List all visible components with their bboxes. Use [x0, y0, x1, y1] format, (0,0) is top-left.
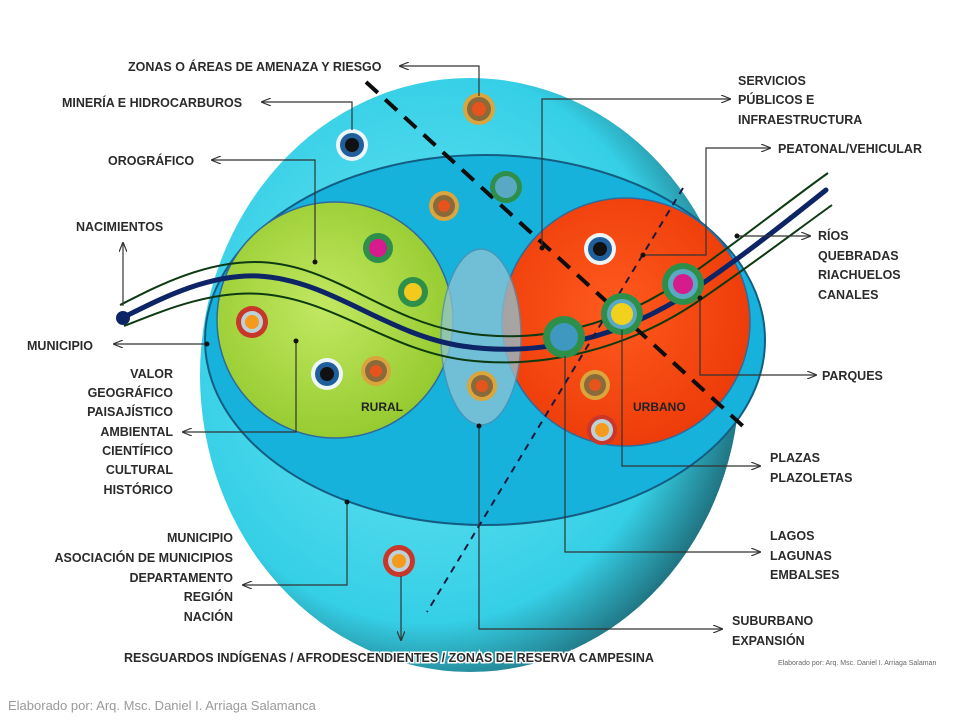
urban-label: URBANO: [633, 400, 686, 414]
orange-marker-rural: [361, 356, 391, 386]
label-rios-line: RIACHUELOS: [818, 268, 901, 282]
label-valor-line: GEOGRÁFICO: [88, 385, 174, 400]
connector-suburbano: [478, 426, 722, 629]
rural-label: RURAL: [361, 400, 403, 414]
connector-lagos: [564, 356, 760, 552]
label-territorial-line: REGIÓN: [184, 589, 233, 604]
label-municipio: MUNICIPIO: [27, 339, 93, 353]
label-rios-line: CANALES: [818, 288, 878, 302]
connector-mineria: [262, 102, 353, 130]
label-servicios-line: INFRAESTRUCTURA: [738, 113, 862, 127]
label-peatonal: PEATONAL/VEHICULAR: [778, 142, 922, 156]
label-valor-line: VALOR: [130, 367, 173, 381]
label-lagos-line: LAGUNAS: [770, 549, 832, 563]
river-line: [119, 187, 829, 352]
label-territorial-line: NACIÓN: [184, 609, 233, 624]
yellow-marker-rural: [398, 277, 428, 307]
label-territorial-line: DEPARTAMENTO: [130, 571, 234, 585]
magenta-marker-rural: [363, 233, 393, 263]
label-valor-group: VALOR GEOGRÁFICO PAISAJÍSTICO AMBIENTAL …: [86, 366, 175, 499]
suburban-limit-dashed-line: [426, 187, 684, 613]
label-lagos-line: LAGOS: [770, 529, 814, 543]
river-bank-upper: [119, 172, 829, 338]
black-marker-urban: [584, 233, 616, 265]
connector-parques: [699, 298, 816, 375]
risk-zone-dashed-line: [364, 80, 747, 430]
label-servicios-line: SERVICIOS: [738, 74, 806, 88]
label-suburbano-line: EXPANSIÓN: [732, 633, 805, 648]
orange-marker-1: [429, 191, 459, 221]
label-suburbano-line: SUBURBANO: [732, 614, 814, 628]
label-nacimientos: NACIMIENTOS: [76, 220, 163, 234]
label-territorial-group: MUNICIPIO ASOCIACIÓN DE MUNICIPIOS DEPAR…: [53, 530, 235, 626]
label-orografico: OROGRÁFICO: [108, 153, 194, 168]
label-territorial-line: ASOCIACIÓN DE MUNICIPIOS: [55, 550, 234, 565]
connector-territorial: [243, 502, 348, 585]
river-bank-lower: [123, 204, 833, 364]
label-valor-line: PAISAJÍSTICO: [87, 404, 173, 419]
orange-marker-urban-2: [587, 415, 617, 445]
label-rios-line: QUEBRADAS: [818, 249, 899, 263]
orange-marker-suburban: [467, 371, 497, 401]
connector-servicios: [541, 99, 730, 248]
marker-rings: [236, 93, 704, 577]
footer-credit: Elaborado por: Arq. Msc. Daniel I. Arria…: [8, 698, 316, 713]
label-valor-line: CULTURAL: [106, 463, 173, 477]
label-valor-line: HISTÓRICO: [104, 482, 174, 497]
mining-marker: [336, 129, 368, 161]
label-plazas-line: PLAZAS: [770, 451, 820, 465]
connector-orografico: [212, 160, 316, 262]
label-territorial-line: MUNICIPIO: [167, 531, 233, 545]
mineral-marker-top: [463, 93, 495, 125]
connector-peatonal: [643, 148, 770, 256]
connector-dots: [204, 233, 740, 505]
red-orange-marker-rural: [236, 306, 268, 338]
label-valor-line: CIENTÍFICO: [102, 443, 173, 458]
label-plazas-group: PLAZAS PLAZOLETAS: [769, 450, 854, 487]
resguardo-marker: [383, 545, 415, 577]
green-marker: [490, 171, 522, 203]
connector-valor: [183, 341, 297, 432]
label-mineria: MINERÍA E HIDROCARBUROS: [62, 95, 242, 110]
connector-zonas: [400, 66, 480, 96]
label-servicios-group: SERVICIOS PÚBLICOS E INFRAESTRUCTURA: [737, 73, 864, 129]
label-resguardos: RESGUARDOS INDÍGENAS / AFRODESCENDIENTES…: [124, 650, 654, 665]
lake-marker: [543, 316, 585, 358]
connector-lines: [114, 66, 816, 640]
label-rios-line: RÍOS: [818, 228, 849, 243]
label-servicios-line: PÚBLICOS E: [738, 92, 814, 107]
label-zonas-amenaza: ZONAS O ÁREAS DE AMENAZA Y RIESGO: [128, 59, 382, 74]
plaza-marker: [601, 293, 643, 335]
river-source-dot: [116, 311, 130, 325]
label-parques: PARQUES: [822, 369, 883, 383]
label-suburbano-group: SUBURBANO EXPANSIÓN: [731, 613, 816, 650]
park-marker: [662, 263, 704, 305]
label-valor-line: AMBIENTAL: [100, 425, 173, 439]
label-lagos-line: EMBALSES: [770, 568, 839, 582]
connector-plazas: [621, 330, 760, 466]
label-rios-group: RÍOS QUEBRADAS RIACHUELOS CANALES: [817, 227, 903, 304]
small-credit: Elaborado por: Arq. Msc. Daniel I. Arria…: [778, 660, 936, 667]
black-marker-rural: [311, 358, 343, 390]
label-plazas-line: PLAZOLETAS: [770, 471, 852, 485]
orange-marker-urban-1: [580, 370, 610, 400]
label-lagos-group: LAGOS LAGUNAS EMBALSES: [769, 528, 841, 584]
